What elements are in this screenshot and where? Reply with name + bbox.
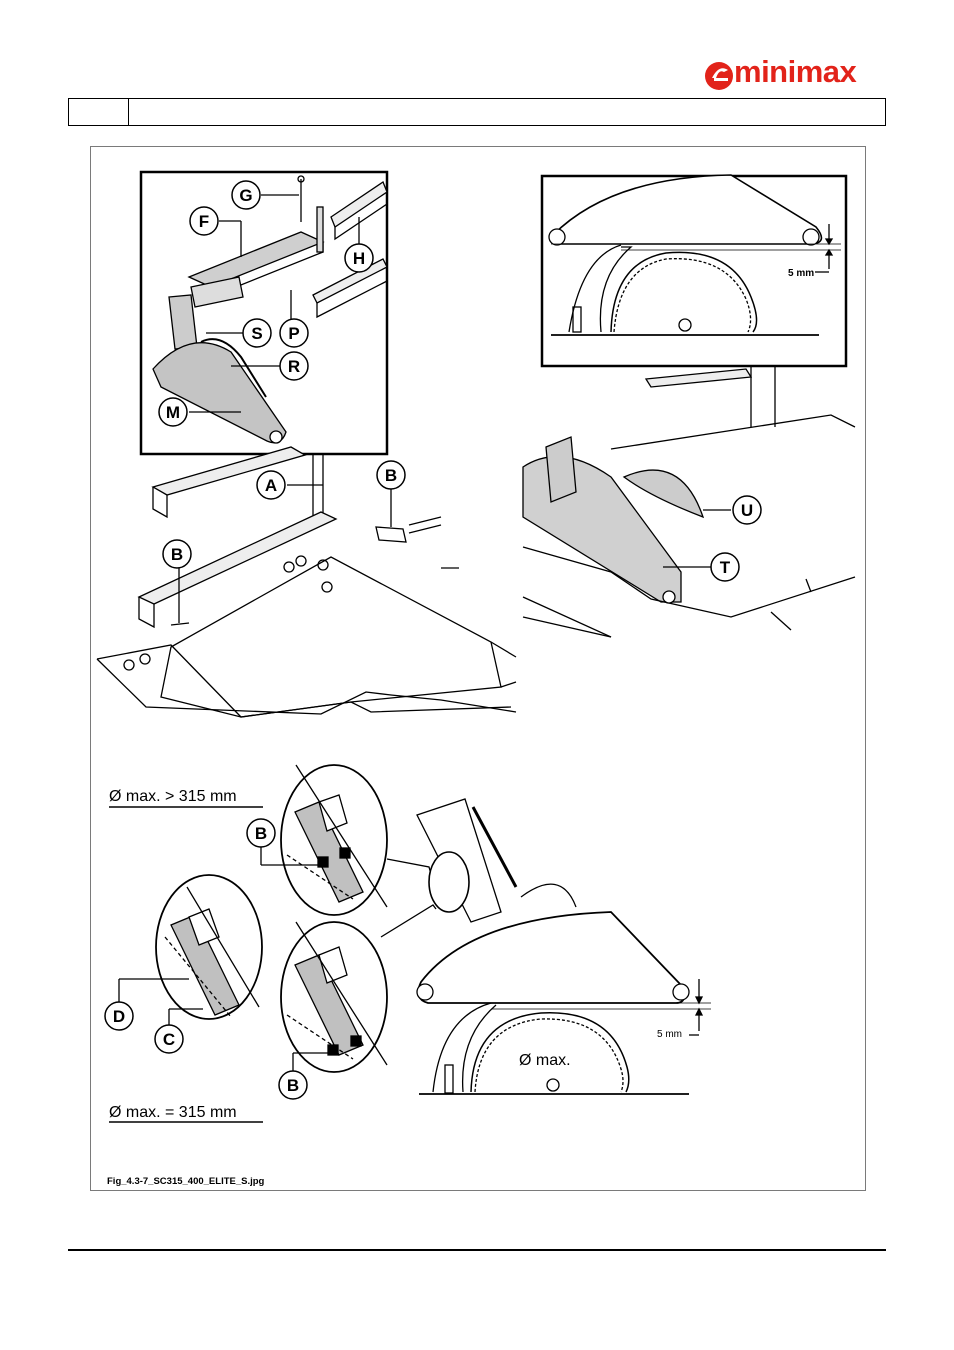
header-cell-title bbox=[129, 99, 885, 125]
footer-rule bbox=[68, 1249, 886, 1251]
dimension-label-top: 5 mm bbox=[788, 268, 814, 279]
dimension-label-bottom: 5 mm bbox=[657, 1029, 682, 1040]
minimax-logo-icon bbox=[704, 56, 734, 92]
callout-h: H bbox=[353, 249, 365, 268]
callout-a: A bbox=[265, 476, 277, 495]
callout-b-upper-detail: B bbox=[255, 824, 267, 843]
callout-s: S bbox=[251, 324, 262, 343]
callout-c: C bbox=[163, 1030, 175, 1049]
header-cell-section bbox=[69, 99, 129, 125]
figure-frame: G F H P S R M A B B U T B B D C 5 mm 5 m… bbox=[90, 146, 866, 1191]
callout-b-top: B bbox=[385, 466, 397, 485]
label-diameter-greater: Ø max. > 315 mm bbox=[109, 788, 237, 805]
callout-b-lower-detail: B bbox=[287, 1076, 299, 1095]
brand-logo: minimax bbox=[704, 56, 882, 92]
callout-f: F bbox=[199, 212, 209, 231]
brand-name: minimax bbox=[734, 54, 856, 90]
callout-p: P bbox=[288, 324, 299, 343]
figure-caption: Fig_4.3-7_SC315_400_ELITE_S.jpg bbox=[107, 1176, 265, 1187]
riving-knife-assembly-figure: G F H P S R M A B B U T B B D C 5 mm 5 m… bbox=[91, 147, 865, 1190]
header-table bbox=[68, 98, 886, 126]
callout-b-left: B bbox=[171, 545, 183, 564]
callout-u: U bbox=[741, 501, 753, 520]
blade-diameter-label: Ø max. bbox=[519, 1052, 571, 1069]
callout-t: T bbox=[720, 558, 731, 577]
callout-d: D bbox=[113, 1007, 125, 1026]
callout-g: G bbox=[239, 186, 252, 205]
label-diameter-equal: Ø max. = 315 mm bbox=[109, 1104, 237, 1121]
callout-m: M bbox=[166, 403, 180, 422]
callout-r: R bbox=[288, 357, 300, 376]
